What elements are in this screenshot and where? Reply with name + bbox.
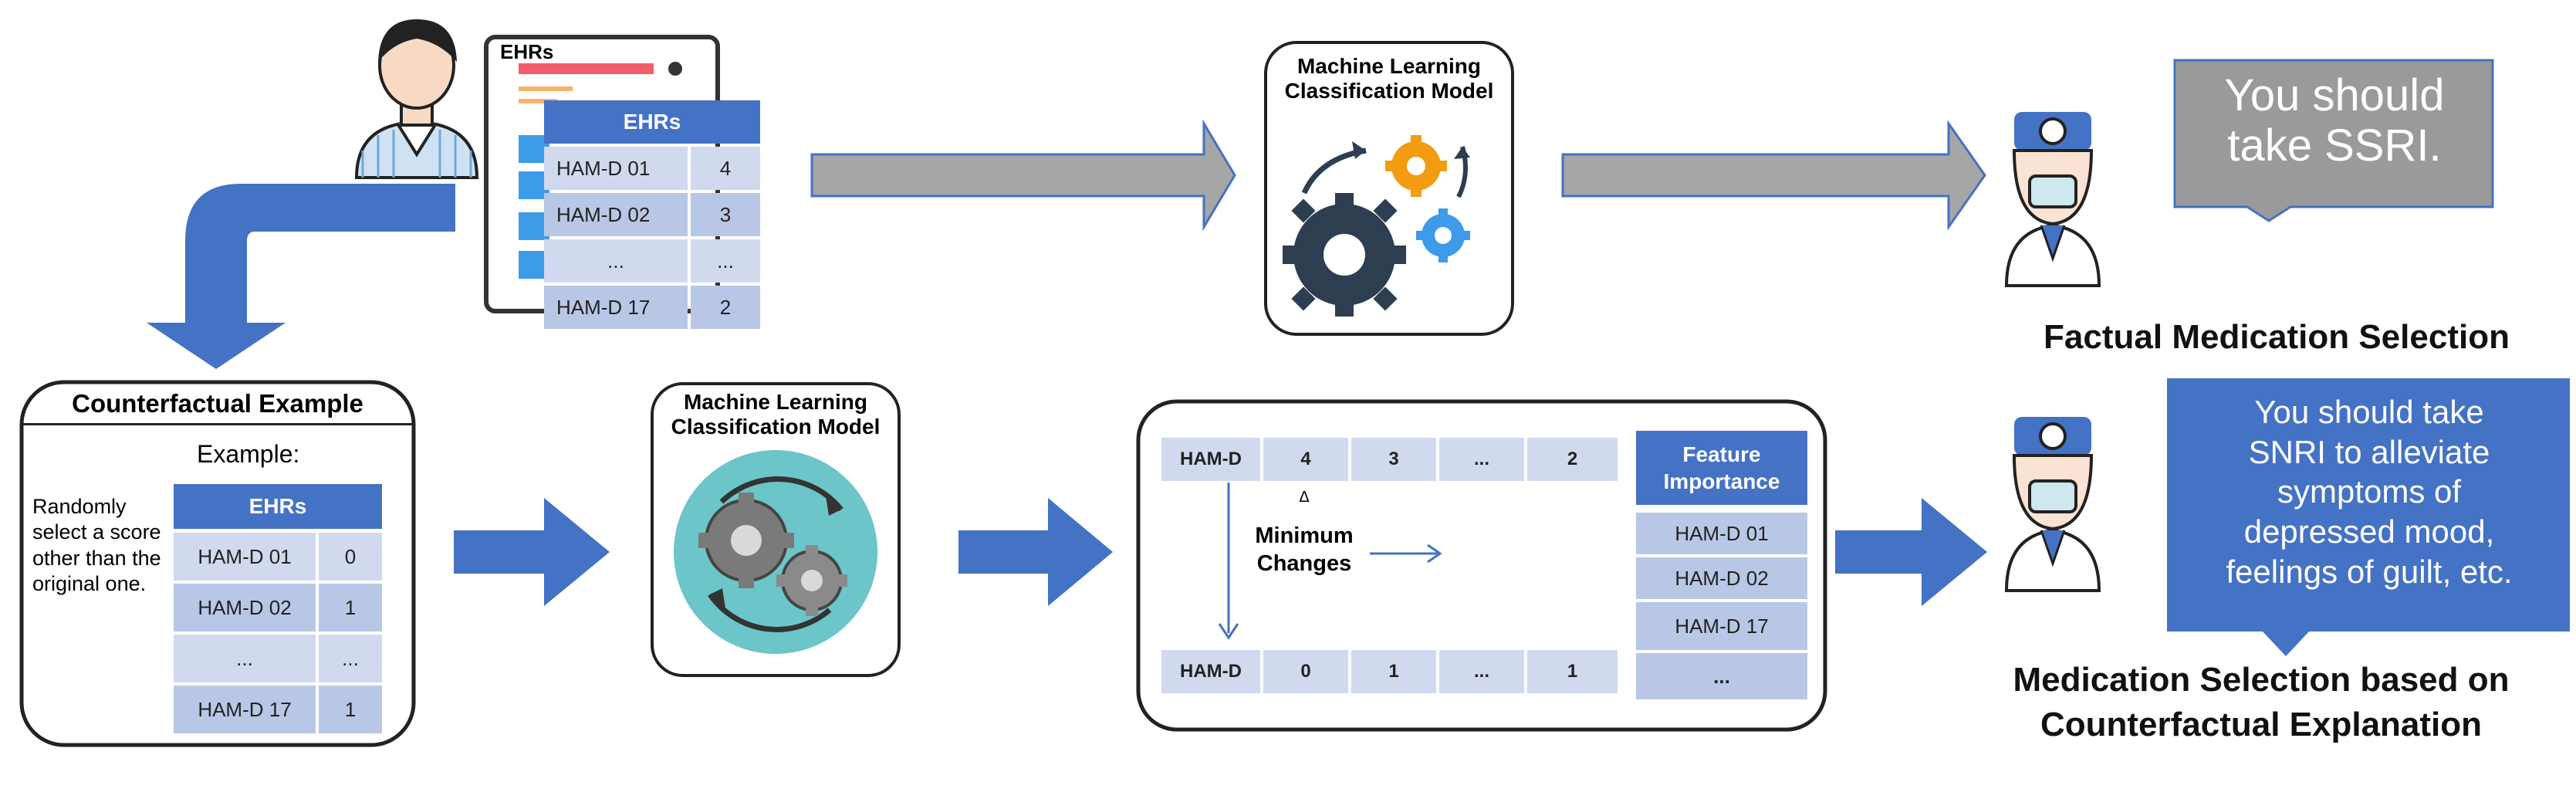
table-cell: 1	[319, 584, 382, 632]
ehr-table-top-header: EHRs	[544, 100, 760, 144]
table-cell: 4	[691, 147, 760, 190]
bent-arrow-down	[147, 184, 455, 369]
top-model-title-line2: Classification Model	[1284, 79, 1494, 103]
table-cell: 1	[319, 686, 382, 733]
table-cell: ...	[1439, 438, 1524, 481]
teal-gears-icon	[674, 450, 877, 654]
speech-line: depressed mood,	[2243, 513, 2495, 550]
feature-importance-header: Feature Importance	[1636, 431, 1807, 505]
feature-importance-header-line1: Feature	[1682, 442, 1761, 466]
table-cell: HAM-D 17	[544, 286, 688, 329]
table-cell: HAM-D 01	[544, 147, 688, 190]
table-cell: 1	[1527, 650, 1618, 693]
speech-text-ssri: You should take SSRI.	[2224, 70, 2445, 171]
table-cell: ...	[174, 635, 316, 682]
table-cell: 3	[691, 193, 760, 236]
table-cell: HAM-D 02	[544, 193, 688, 236]
instruction-text: Randomly select a score other than the o…	[32, 495, 161, 596]
gears-icon	[1283, 135, 1470, 317]
blue-arrow-3	[1835, 498, 1987, 606]
counterfactual-caption-line1: Medication Selection based on	[2013, 661, 2510, 699]
table-cell: HAM-D 17	[1636, 602, 1807, 650]
card-divider	[23, 423, 414, 425]
table-cell: HAM-D 02	[1636, 557, 1807, 599]
counterfactual-card-title: Counterfactual Example	[72, 389, 363, 418]
tablet-screen-title: EHRs	[500, 40, 554, 63]
table-cell: HAM-D 01	[174, 533, 316, 581]
speech-bubble-ssri	[2173, 59, 2494, 222]
gray-arrow-to-doctor	[1561, 120, 1986, 231]
table-cell: HAM-D 01	[1636, 513, 1807, 554]
speech-line: SNRI to alleviate	[2248, 433, 2490, 470]
counterfactual-caption-line2: Counterfactual Explanation	[2040, 706, 2483, 744]
table-cell: ...	[544, 239, 688, 283]
table-cell: 1	[1351, 650, 1436, 693]
table-cell: 4	[1263, 438, 1348, 481]
minimum-changes-line1: Minimum	[1255, 523, 1354, 548]
table-cell: ...	[691, 239, 760, 283]
speech-text-snri: You should take SNRI to alleviate sympto…	[2170, 392, 2568, 591]
counterfactual-caption: Medication Selection based on Counterfac…	[1960, 658, 2562, 747]
blue-arrow-2	[958, 498, 1113, 606]
minimum-changes-label: Minimum Changes	[1235, 522, 1374, 578]
bottom-model-title: Machine Learning Classification Model	[652, 390, 899, 439]
speech-line: You should take	[2254, 394, 2484, 430]
minimum-changes-line2: Changes	[1256, 551, 1352, 577]
top-model-title-line1: Machine Learning	[1296, 54, 1482, 78]
top-model-title: Machine Learning Classification Model	[1266, 54, 1513, 103]
delta-symbol: Δ	[1299, 489, 1310, 506]
example-label: Example:	[197, 440, 300, 468]
table-cell: HAM-D	[1161, 650, 1260, 693]
table-cell: ...	[1636, 653, 1807, 699]
gray-arrow-to-model	[810, 119, 1236, 232]
factual-caption: Factual Medication Selection	[2044, 318, 2510, 356]
speech-line: feelings of guilt, etc.	[2226, 553, 2513, 590]
table-cell: 2	[1527, 438, 1618, 481]
feature-importance-header-line2: Importance	[1663, 469, 1780, 493]
speech-line: symptoms of	[2277, 473, 2462, 510]
doctor-icon-bottom	[2004, 417, 2101, 592]
table-cell: ...	[1439, 650, 1524, 693]
bottom-model-title-line2: Classification Model	[671, 415, 881, 439]
speech-bubble-snri	[2167, 378, 2570, 656]
table-cell: 2	[691, 286, 760, 329]
doctor-icon-top	[2004, 112, 2101, 287]
table-cell: ...	[319, 635, 382, 682]
table-cell: HAM-D 17	[174, 686, 316, 733]
blue-arrow-1	[454, 498, 610, 606]
table-cell: HAM-D 02	[174, 584, 316, 632]
table-cell: 0	[319, 533, 382, 581]
table-cell: HAM-D	[1161, 438, 1260, 481]
bottom-model-title-line1: Machine Learning	[683, 390, 868, 414]
table-cell: 0	[1263, 650, 1348, 693]
patient-icon	[354, 19, 479, 179]
table-cell: 3	[1351, 438, 1436, 481]
counterfactual-table-header: EHRs	[174, 484, 382, 529]
